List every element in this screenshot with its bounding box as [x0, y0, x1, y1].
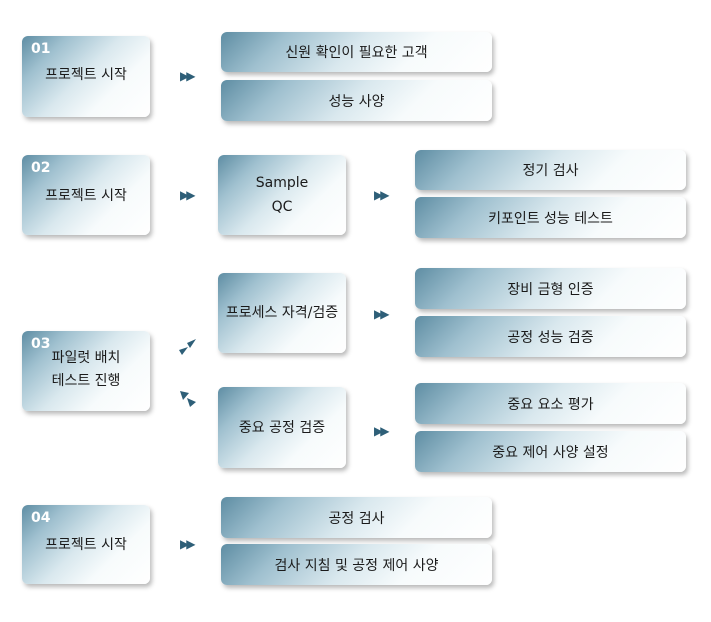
process-box: 프로세스 자격/검증 — [218, 273, 346, 353]
process-box: 중요 공정 검증 — [218, 387, 346, 468]
step-01-box: 01 프로젝트 시작 — [22, 36, 150, 117]
outcome-box: 공정 검사 — [221, 497, 492, 538]
step-label: 프로젝트 시작 — [45, 67, 127, 83]
step-number: 02 — [31, 160, 51, 176]
outcome-label: 중요 제어 사양 설정 — [492, 444, 609, 461]
arrow-right-icon: ▶▶ — [374, 424, 390, 438]
outcome-box: 공정 성능 검증 — [415, 316, 686, 357]
arrow-right-icon: ▶▶ — [180, 537, 196, 551]
outcome-label: 검사 지침 및 공정 제어 사양 — [274, 557, 439, 574]
arrow-right-icon: ▶▶ — [180, 188, 196, 202]
arrow-right-icon: ▶▶ — [180, 69, 196, 83]
outcome-box: 중요 요소 평가 — [415, 383, 686, 424]
process-label: 프로세스 자격/검증 — [225, 305, 339, 321]
outcome-label: 키포인트 성능 테스트 — [488, 210, 613, 227]
outcome-label: 공정 성능 검증 — [507, 329, 594, 346]
outcome-label: 공정 검사 — [328, 510, 385, 527]
outcome-label: 장비 금형 인증 — [507, 281, 594, 298]
outcome-box: 성능 사양 — [221, 80, 492, 121]
step-label: 프로젝트 시작 — [45, 188, 127, 204]
step-label: 파일럿 배치 테스트 진행 — [51, 350, 121, 389]
step-label: 프로젝트 시작 — [45, 537, 127, 553]
outcome-box: 중요 제어 사양 설정 — [415, 431, 686, 472]
outcome-box: 정기 검사 — [415, 150, 686, 190]
step-number: 03 — [31, 336, 51, 352]
outcome-box: 키포인트 성능 테스트 — [415, 197, 686, 238]
step-04-box: 04 프로젝트 시작 — [22, 505, 150, 584]
outcome-box: 신원 확인이 필요한 고객 — [221, 32, 492, 72]
arrow-diagonal-down-icon — [180, 391, 196, 407]
step-number: 04 — [31, 510, 51, 526]
arrow-right-icon: ▶▶ — [374, 188, 390, 202]
step-03-box: 03 파일럿 배치 테스트 진행 — [22, 331, 150, 411]
process-box: Sample QC — [218, 155, 346, 235]
process-label: Sample QC — [255, 175, 309, 215]
outcome-label: 신원 확인이 필요한 고객 — [285, 45, 428, 61]
outcome-box: 검사 지침 및 공정 제어 사양 — [221, 544, 492, 585]
outcome-box: 장비 금형 인증 — [415, 268, 686, 309]
arrow-right-icon: ▶▶ — [374, 307, 390, 321]
outcome-label: 성능 사양 — [328, 93, 385, 110]
arrow-diagonal-up-icon — [179, 339, 196, 355]
process-label: 중요 공정 검증 — [238, 419, 326, 436]
step-number: 01 — [31, 41, 51, 57]
outcome-label: 중요 요소 평가 — [507, 396, 594, 413]
outcome-label: 정기 검사 — [522, 163, 579, 179]
step-02-box: 02 프로젝트 시작 — [22, 155, 150, 235]
